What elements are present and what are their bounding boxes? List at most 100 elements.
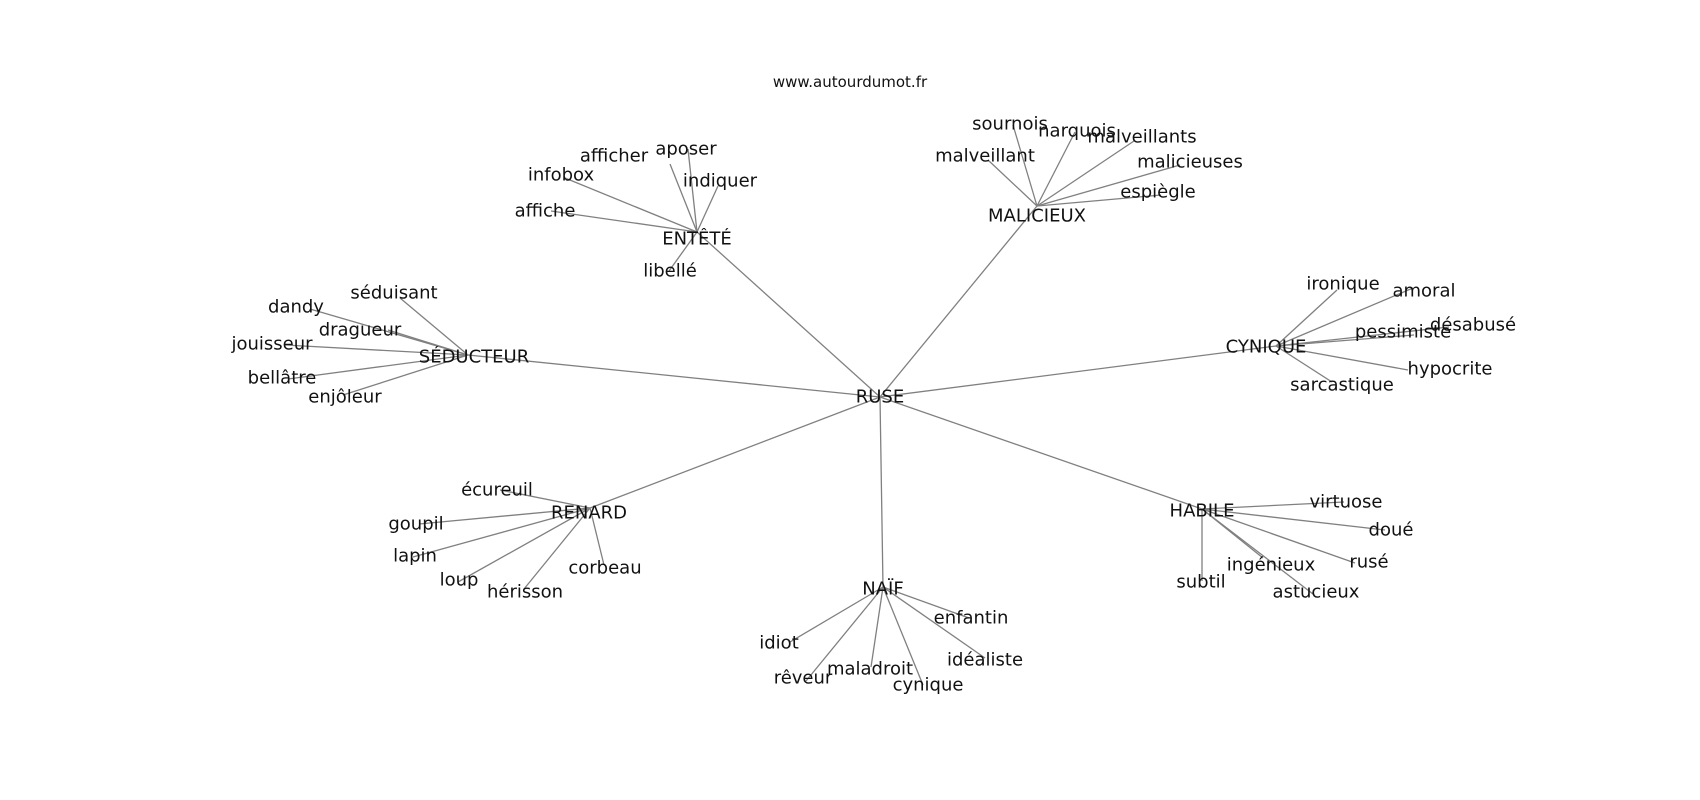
leaf-label-dragueur: dragueur [319, 320, 402, 341]
edge-entete-infobox [564, 177, 698, 233]
leaf-label-lapin: lapin [393, 546, 437, 567]
edge-center-malicieux [879, 205, 1038, 398]
edge-center-cynique [879, 345, 1277, 398]
edge-naif-cynique [882, 586, 924, 686]
leaf-label-indiquer: indiquer [683, 171, 758, 192]
edge-center-entete [696, 231, 881, 398]
hub-label-entete: ENTÊTÉ [662, 228, 732, 250]
edge-cynique-desabuse [1275, 326, 1450, 347]
leaf-label-pessimiste: pessimiste [1355, 322, 1451, 343]
leaf-label-loup: loup [440, 570, 479, 591]
edge-habile-doue [1201, 508, 1386, 531]
edge-seducteur-enjoleur [342, 354, 469, 396]
leaf-label-libelle: libellé [643, 261, 697, 282]
edge-malicieux-espiegle [1036, 194, 1162, 207]
leaf-label-maladroit: maladroit [827, 659, 913, 680]
edge-renard-goupil [418, 507, 591, 525]
leaf-label-ironique: ironique [1306, 274, 1379, 295]
leaf-label-hypocrite: hypocrite [1408, 359, 1493, 380]
edge-cynique-pessimiste [1275, 334, 1415, 347]
hub-label-malicieux: MALICIEUX [988, 206, 1086, 227]
edge-naif-idiot [789, 586, 884, 643]
edge-renard-herisson [523, 507, 591, 590]
leaf-label-sournois: sournois [972, 114, 1048, 135]
edge-naif-reveur [805, 586, 884, 682]
leaf-label-espiegle: espiègle [1120, 182, 1195, 203]
leaf-label-cynique: cynique [893, 675, 964, 696]
leaf-label-ecureuil: écureuil [461, 480, 533, 501]
hub-label-naif: NAÏF [862, 579, 903, 600]
hub-label-habile: HABILE [1170, 501, 1235, 522]
hub-label-renard: RENARD [551, 503, 627, 524]
edge-renard-lapin [412, 507, 591, 558]
labels-layer: RUSE ENTÊTÉ afficher aposer infobox indiquer a… [230, 114, 1516, 696]
edge-cynique-sarcastique [1275, 345, 1333, 383]
leaf-label-reveur: rêveur [774, 668, 833, 689]
leaf-label-affiche: affiche [515, 201, 576, 222]
source-watermark: www.autourdumot.fr [773, 73, 928, 91]
edge-malicieux-malveillant [987, 159, 1038, 207]
edge-center-renard [589, 396, 881, 509]
leaf-label-desabuse: désabusé [1430, 315, 1516, 336]
edges-layer [284, 124, 1450, 686]
leaf-label-dandy: dandy [268, 297, 324, 318]
leaf-label-idiot: idiot [759, 633, 799, 654]
edge-center-habile [879, 396, 1203, 510]
edge-entete-affiche [550, 210, 698, 233]
leaf-label-enfantin: enfantin [934, 608, 1009, 629]
edge-seducteur-seduisant [399, 297, 469, 356]
leaf-label-corbeau: corbeau [568, 558, 641, 579]
leaf-label-idealiste: idéaliste [947, 650, 1023, 671]
edge-naif-maladroit [870, 586, 884, 668]
edge-renard-loup [457, 507, 591, 583]
leaf-label-afficher: afficher [580, 146, 649, 167]
leaf-label-goupil: goupil [388, 514, 443, 535]
edge-malicieux-sournois [1012, 124, 1038, 207]
leaf-label-enjoleur: enjôleur [308, 387, 382, 408]
edge-seducteur-bellatre [287, 354, 469, 380]
edge-seducteur-dragueur [387, 329, 469, 356]
hub-label-cynique: CYNIQUE [1226, 337, 1307, 358]
leaf-label-virtuose: virtuose [1310, 492, 1383, 513]
edge-naif-enfantin [882, 586, 970, 619]
leaf-label-amoral: amoral [1392, 281, 1455, 302]
leaf-label-subtil: subtil [1176, 572, 1225, 593]
edge-renard-ecureuil [499, 489, 591, 509]
leaf-label-ruse: rusé [1349, 552, 1388, 573]
edge-center-naif [879, 396, 884, 588]
edge-center-seducteur [467, 354, 881, 398]
leaf-label-astucieux: astucieux [1273, 582, 1360, 603]
edge-cynique-hypocrite [1275, 345, 1409, 371]
edge-malicieux-malveillants [1036, 140, 1135, 207]
edge-malicieux-malicieuses [1036, 164, 1181, 207]
edge-entete-aposer [687, 148, 698, 233]
leaf-label-doue: doué [1369, 520, 1414, 541]
leaf-label-ingenieux: ingénieux [1227, 555, 1316, 576]
leaf-label-herisson: hérisson [487, 582, 563, 603]
leaf-label-malveillant: malveillant [935, 146, 1035, 167]
leaf-label-infobox: infobox [528, 165, 595, 186]
leaf-label-jouisseur: jouisseur [230, 334, 313, 355]
edge-habile-ruse [1201, 508, 1356, 564]
leaf-label-narquois: narquois [1038, 121, 1116, 142]
edge-naif-idealiste [882, 586, 986, 659]
edge-entete-libelle [668, 231, 698, 272]
leaf-label-malicieuses: malicieuses [1137, 152, 1243, 173]
center-node-label: RUSE [856, 387, 904, 408]
leaf-label-aposer: aposer [655, 139, 717, 160]
edge-seducteur-jouisseur [284, 344, 469, 356]
edge-cynique-ironique [1275, 289, 1338, 347]
edge-cynique-amoral [1275, 287, 1414, 347]
edge-renard-corbeau [589, 507, 605, 566]
leaf-label-sarcastique: sarcastique [1290, 375, 1394, 396]
edge-malicieux-narquois [1036, 131, 1076, 207]
edge-habile-astucieux [1201, 508, 1314, 595]
leaf-label-malveillants: malveillants [1087, 127, 1196, 148]
leaf-label-seduisant: séduisant [350, 283, 437, 304]
edge-habile-virtuose [1201, 501, 1345, 510]
hub-label-seducteur: SÉDUCTEUR [419, 346, 529, 368]
edge-entete-indiquer [696, 185, 719, 233]
leaf-label-bellatre: bellâtre [248, 368, 317, 389]
